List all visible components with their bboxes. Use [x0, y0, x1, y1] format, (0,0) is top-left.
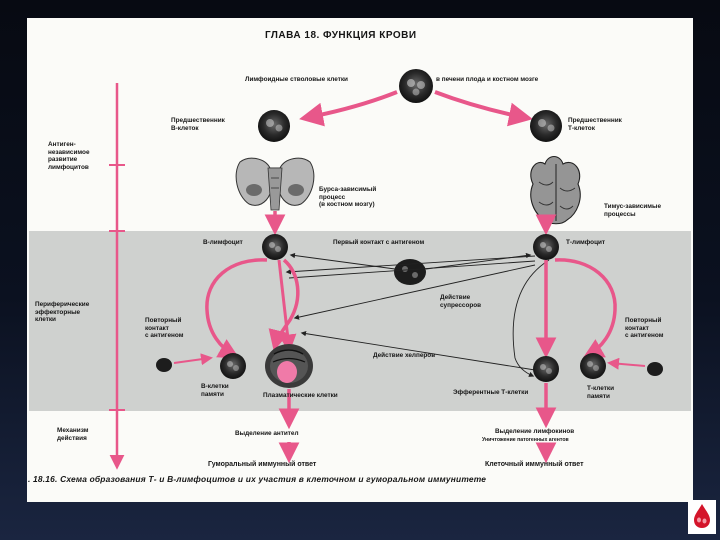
plasma-cell	[265, 344, 313, 388]
arrow-stem-to-b	[305, 92, 397, 118]
label-stem-cells-right: в печени плода и костном мозге	[436, 76, 538, 84]
t-lymphocyte-cell	[533, 234, 559, 260]
label-bursa: Бурса-зависимый процесс (в костном мозгу…	[319, 186, 376, 209]
label-b-memory: В-клетки памяти	[201, 383, 229, 398]
figure-caption: . 18.16. Схема образования Т- и В-лимфоц…	[28, 476, 486, 484]
label-effector-t: Эфферентные Т-клетки	[453, 389, 528, 397]
label-thymus: Тимус-зависимые процессы	[604, 203, 661, 218]
antigen-small-left	[156, 358, 172, 372]
label-stem-cells-left: Лимфоидные стволовые клетки	[245, 76, 348, 84]
label-repeat-left: Повторный контакт с антигеном	[145, 317, 183, 340]
t-loop-right	[555, 260, 615, 356]
line-antigen-b	[291, 255, 395, 269]
antigen-small-right	[647, 362, 663, 376]
stem-cell	[399, 69, 433, 103]
t-precursor-cell	[530, 110, 562, 142]
page-title: ГЛАВА 18. ФУНКЦИЯ КРОВИ	[265, 32, 417, 40]
diagram-graphics	[27, 18, 693, 502]
arrow-stem-to-t	[435, 92, 527, 118]
blood-drop-logo-icon	[688, 500, 716, 534]
thymus-illustration	[531, 157, 580, 224]
label-t-lymphocyte: Т-лимфоцит	[566, 239, 605, 247]
label-cellular: Клеточный иммунный ответ	[485, 461, 584, 469]
label-helper: Действие хелперов	[373, 352, 435, 360]
label-lymphokines: Выделение лимфокинов	[495, 428, 574, 436]
arrow-antigen-right	[610, 363, 645, 366]
b-precursor-cell	[258, 110, 290, 142]
label-antibodies: Выделение антител	[235, 430, 299, 438]
pelvis-illustration	[236, 158, 314, 210]
arrow-antigen-left	[174, 358, 210, 363]
b-loop-left	[207, 260, 267, 356]
label-lymphokines-sub: Уничтожение патогенных агентов	[482, 437, 569, 445]
label-b-lymphocyte: В-лимфоцит	[203, 239, 243, 247]
label-b-precursor: Предшественник В-клеток	[171, 117, 225, 132]
label-first-contact: Первый контакт с антигеном	[333, 239, 424, 247]
label-t-precursor: Предшественник Т-клеток	[568, 117, 622, 132]
side-label-peripheral: Периферические эффекторные клетки	[35, 301, 89, 324]
side-label-antigen-independent: Антиген- независимое развитие лимфоцитов	[48, 141, 90, 171]
side-label-mechanism: Механизм действия	[57, 427, 88, 442]
label-humoral: Гуморальный иммунный ответ	[208, 461, 316, 469]
b-lymphocyte-cell	[262, 234, 288, 260]
diagram-sheet: ГЛАВА 18. ФУНКЦИЯ КРОВИ Лимфоидные ствол…	[27, 18, 693, 502]
label-repeat-right: Повторный контакт с антигеном	[625, 317, 663, 340]
t-memory-cell	[580, 353, 606, 379]
label-plasma: Плазматические клетки	[263, 392, 338, 400]
label-t-memory: Т-клетки памяти	[587, 385, 614, 400]
effector-t-cell	[533, 356, 559, 382]
label-suppressor: Действие супрессоров	[440, 294, 481, 309]
b-memory-cell	[220, 353, 246, 379]
